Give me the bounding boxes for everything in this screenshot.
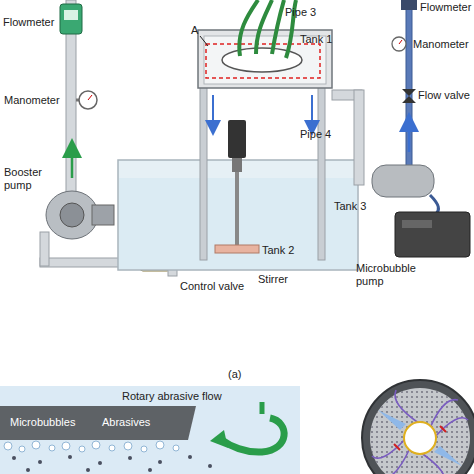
center-ring	[404, 422, 436, 454]
inlet-arrow	[434, 446, 462, 466]
component-label: Pipe 3	[285, 6, 316, 19]
component-label: Manometer	[4, 94, 60, 107]
component-label: Tank 1	[300, 33, 332, 46]
flow-label: Rotary abrasive flow	[122, 390, 222, 403]
flow-arrow	[71, 148, 74, 178]
spiral-channels	[372, 390, 468, 474]
component-label: Booster pump	[4, 166, 54, 192]
material-label: Microbubbles	[10, 416, 75, 429]
flow-arrow	[260, 402, 265, 414]
stirrer-impeller	[215, 245, 259, 253]
workpiece-wall	[0, 406, 196, 440]
component-label: Flow valve	[418, 89, 470, 102]
support-pipe	[200, 85, 207, 260]
arrow-head	[210, 430, 228, 448]
gauge-needle	[88, 95, 92, 100]
leader-line	[200, 36, 208, 46]
flow-arrow	[311, 95, 313, 128]
pipe	[40, 232, 49, 266]
callout-letter: A	[191, 24, 198, 37]
panel-label: (a)	[228, 368, 241, 381]
component-label: Stirrer	[258, 273, 288, 286]
pipe	[406, 0, 412, 168]
component-label: Flowmeter	[420, 1, 471, 14]
rotation-arrow	[394, 426, 446, 450]
stirrer-coupling	[232, 158, 242, 172]
stirrer-shaft	[235, 172, 239, 246]
support-pipe	[318, 85, 325, 260]
microbubbles	[4, 441, 179, 452]
hose	[430, 195, 438, 214]
workpiece-fixture	[222, 48, 302, 72]
component-label: Pipe 4	[300, 128, 331, 141]
microbubble-pump-symbol	[395, 212, 470, 257]
abrasive-fill	[370, 388, 470, 474]
booster-pump-symbol	[46, 191, 98, 239]
abrasives	[12, 455, 212, 472]
manometer-symbol	[392, 37, 406, 51]
material-label: Abrasives	[102, 416, 150, 429]
component-label: Manometer	[413, 38, 469, 51]
component-label: Flowmeter	[3, 16, 54, 29]
pipe	[354, 90, 364, 185]
flowmeter-display	[64, 10, 78, 20]
flow-valve-symbol	[402, 89, 416, 103]
tank-3	[372, 165, 434, 197]
flowmeter-symbol	[401, 0, 417, 10]
gauge-needle	[399, 40, 402, 44]
fixture-disk	[362, 380, 474, 474]
pump-motor	[92, 205, 114, 225]
flow-region	[0, 386, 300, 474]
component-label: Control valve	[180, 280, 244, 293]
tank-1	[198, 30, 332, 88]
flow-arrow	[212, 95, 214, 128]
component-label: Microbubble pump	[356, 262, 436, 288]
abrasive-chamber	[370, 388, 470, 474]
rotary-flow-arrow	[222, 418, 284, 452]
hose	[272, 0, 284, 54]
pump-housing	[60, 203, 84, 227]
hose	[256, 0, 272, 54]
flowmeter-symbol	[60, 4, 82, 34]
inlet-arrow	[378, 410, 406, 430]
pump-detail	[402, 220, 432, 228]
flow-arrow	[408, 122, 411, 152]
manometer-symbol	[79, 91, 97, 109]
component-label: Tank 3	[334, 200, 366, 213]
stirrer-motor	[228, 120, 246, 158]
detail-frame	[206, 44, 320, 78]
component-label: Tank 2	[262, 244, 294, 257]
